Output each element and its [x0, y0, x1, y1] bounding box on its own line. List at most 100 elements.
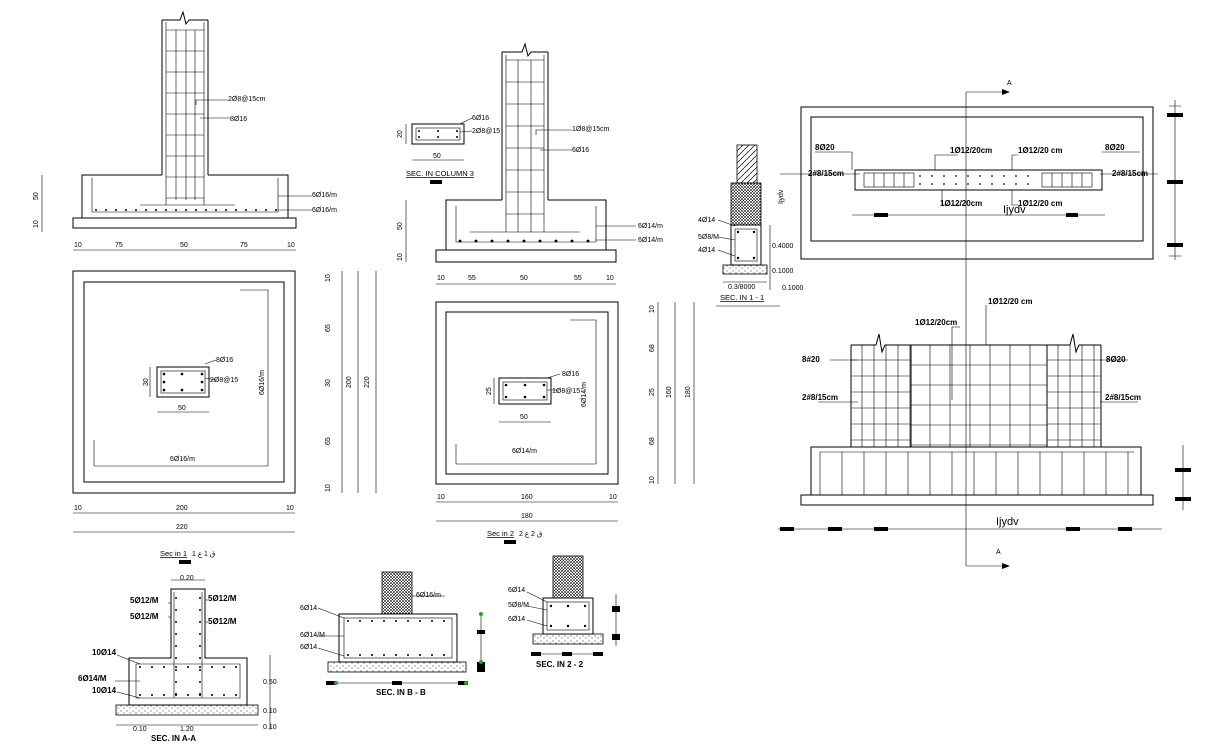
f1-pr-2: 65 — [325, 324, 332, 332]
f2-pr-3: 25 — [649, 388, 656, 396]
rebar-dot — [504, 383, 508, 387]
f1-pb-1: 10 — [74, 505, 82, 512]
sbb-l3: 6Ø14 — [300, 644, 317, 651]
rebar-dot — [431, 654, 433, 656]
rebar-dot — [407, 620, 409, 622]
f2-dim-3: 50 — [520, 275, 528, 282]
rebar-dot — [554, 239, 558, 243]
el-st-r: 2#8/15cm — [1105, 393, 1141, 402]
rebar-dot — [504, 395, 508, 399]
rebar-dot — [163, 694, 165, 696]
rebar-dot — [443, 654, 445, 656]
rebar-dot — [419, 654, 421, 656]
f1-col-h: 30 — [143, 378, 150, 386]
rebar-dot — [979, 183, 981, 185]
footing-2-plan: 8Ø16 1Ø8@15 50 25 6Ø14/m 6Ø14/m 10 68 25… — [435, 301, 695, 544]
rebar-dot — [199, 621, 201, 623]
rebar-dot — [383, 654, 385, 656]
rebar-dot — [235, 666, 237, 668]
f2-pr-tot1: 160 — [666, 386, 673, 398]
f2-col-bars-label: 8Ø16 — [562, 371, 579, 378]
rebar-dot — [225, 209, 227, 211]
sbb-l1: 6Ø14 — [300, 605, 317, 612]
f2-col-h: 25 — [486, 387, 493, 395]
rebar-dot — [145, 209, 147, 211]
saa-b2: 6Ø14/M — [78, 674, 107, 683]
saa-h3: 0.10 — [263, 724, 277, 731]
rebar-dot — [175, 209, 177, 211]
s11-bot: 4Ø14 — [698, 247, 715, 254]
rebar-dot — [199, 633, 201, 635]
col3-stirrup-label: 2Ø8@15 — [472, 128, 500, 135]
combined-a-label-top: A — [1007, 80, 1012, 87]
rebar-dot — [474, 239, 478, 243]
f2-bars-label: 6Ø16 — [572, 147, 589, 154]
rebar-dot — [407, 654, 409, 656]
cp-stir-l: 2#8/15cm — [808, 169, 844, 178]
rebar-dot — [95, 209, 97, 211]
rebar-dot — [200, 372, 204, 376]
rebar-dot — [205, 209, 207, 211]
rebar-dot — [255, 209, 257, 211]
f2-pb-2: 160 — [521, 494, 533, 501]
rebar-dot — [418, 136, 420, 138]
rebar-dot — [200, 388, 204, 392]
saa-r2: 5Ø12/M — [208, 617, 237, 626]
cp-bot-mid2: 1Ø12/20 cm — [1018, 199, 1062, 208]
rebar-dot — [955, 175, 957, 177]
rebar-dot — [175, 633, 177, 635]
rebar-dot — [522, 239, 526, 243]
combined-footing-plan: A A 8Ø20 2#8/15cm 8Ø20 2#8/15cm 1Ø12/20c… — [780, 80, 1183, 569]
rebar-dot — [199, 681, 201, 683]
f2-caption: Sec in 2 — [487, 529, 514, 538]
rebar-dot — [347, 654, 349, 656]
rebar-dot — [139, 694, 141, 696]
rebar-dot — [235, 694, 237, 696]
rebar-dot — [223, 666, 225, 668]
rebar-dot — [431, 620, 433, 622]
el-label1: 1Ø12/20 cm — [988, 297, 1032, 306]
rebar-dot — [943, 183, 945, 185]
f1-dim-1: 10 — [74, 242, 82, 249]
rebar-dot — [456, 130, 458, 132]
f1-pr-tot1: 200 — [346, 376, 353, 388]
rebar-dot — [199, 597, 201, 599]
rebar-dot — [991, 183, 993, 185]
rebar-dot — [235, 209, 237, 211]
rebar-dot — [195, 209, 197, 211]
rebar-dot — [151, 666, 153, 668]
rebar-dot — [1003, 183, 1005, 185]
rebar-dot — [931, 175, 933, 177]
f1-caption: Sec in 1 — [160, 549, 187, 558]
f1-col-bars-label: 8Ø16 — [216, 357, 233, 364]
s11-d3: 0.1000 — [782, 285, 804, 292]
rebar-dot — [199, 666, 201, 668]
rebar-dot — [275, 209, 277, 211]
f2-mesh-b-label: 6Ø14/m — [638, 237, 663, 244]
rebar-dot — [371, 654, 373, 656]
f1-dim-3: 50 — [180, 242, 188, 249]
cp-top-mid2: 1Ø12/20 cm — [1018, 146, 1062, 155]
el-ijydv: Ijydv — [996, 516, 1019, 528]
rebar-dot — [395, 620, 397, 622]
rebar-dot — [199, 609, 201, 611]
rebar-dot — [1015, 183, 1017, 185]
f1-dim-5: 10 — [287, 242, 295, 249]
col3-w: 50 — [433, 153, 441, 160]
f2-plan-total: 180 — [521, 513, 533, 520]
saa-w: 0.20 — [180, 575, 194, 582]
rebar-dot — [456, 136, 458, 138]
el-top-l: 8#20 — [802, 355, 820, 364]
rebar-dot — [125, 209, 127, 211]
f1-dim-4: 75 — [240, 242, 248, 249]
section-2-2: 6Ø14 5Ø8/M 6Ø14 SEC. IN 2 - 2 — [508, 555, 620, 669]
s11-d2: 0.1000 — [772, 268, 794, 275]
rebar-dot — [1003, 175, 1005, 177]
rebar-dot — [175, 621, 177, 623]
f2-dim-4: 55 — [574, 275, 582, 282]
rebar-dot — [443, 620, 445, 622]
el-st-l: 2#8/15cm — [802, 393, 838, 402]
footing-1-plan: 8Ø16 2Ø8@15 50 30 6Ø16/m 6Ø16/m 10 65 30… — [72, 270, 377, 564]
s11-mid: 5Ø8/M — [698, 234, 719, 241]
rebar-dot — [371, 620, 373, 622]
